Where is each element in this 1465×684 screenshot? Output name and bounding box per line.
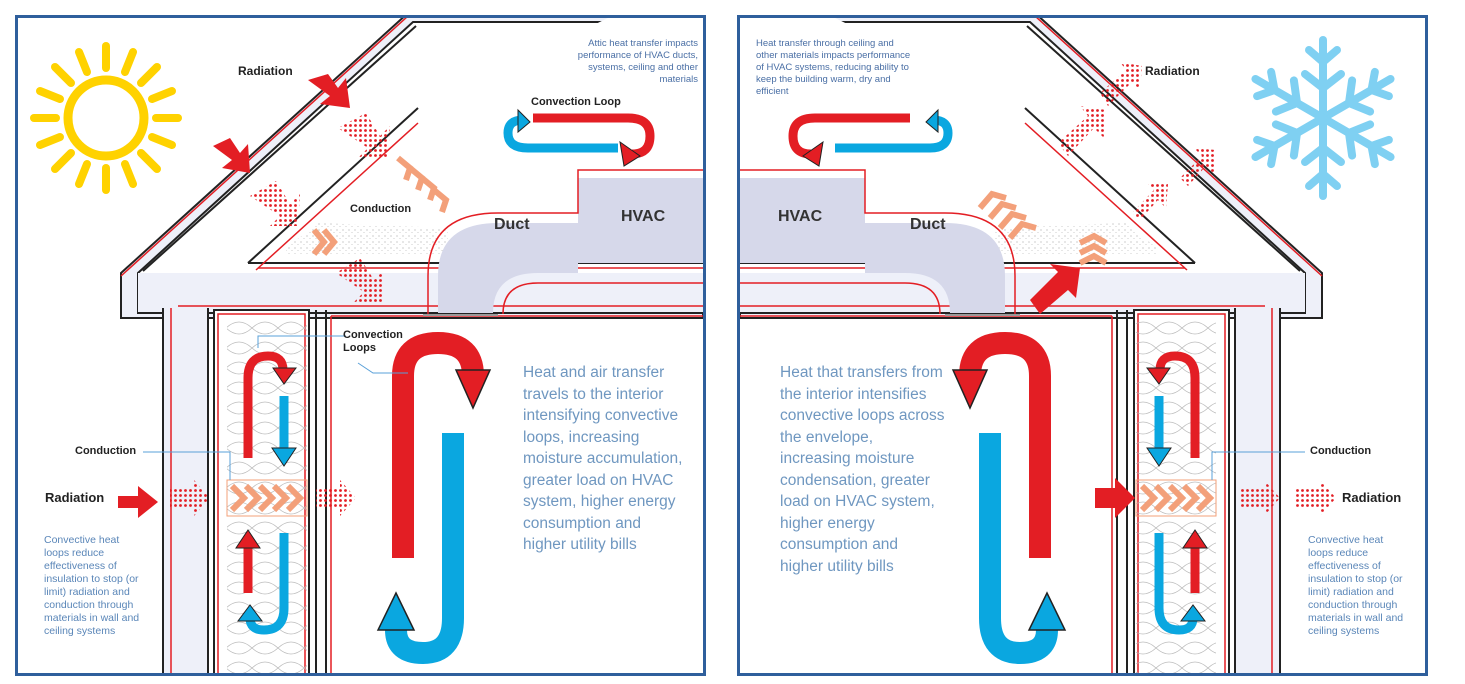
radiation-arrow-icon [308, 74, 350, 108]
conduction-attic-label: Conduction [350, 203, 412, 215]
convection-loop-label: Convection Loop [531, 96, 621, 108]
attic-note: Heat transfer through ceiling and other … [756, 38, 911, 97]
radiation-wall-label: Radiation [45, 490, 105, 505]
wall-convection-loops [235, 351, 297, 635]
duct-label: Duct [910, 216, 946, 233]
conduction-wall-label: Conduction [1310, 445, 1372, 457]
side-note: Convective heat loops reduce effectivene… [44, 534, 140, 637]
winter-panel: Heat transfer through ceiling and other … [737, 15, 1428, 676]
convection-loop-arrows [503, 108, 655, 167]
snowflake-icon [1251, 36, 1395, 200]
summer-panel: Attic heat transfer impacts performance … [15, 15, 706, 676]
body-copy: Heat that transfers from the interior in… [780, 364, 945, 575]
hvac-label: HVAC [621, 208, 666, 225]
radiation-label-top: Radiation [238, 64, 293, 78]
winter-house-diagram [740, 18, 1395, 673]
duct-label: Duct [494, 216, 530, 233]
attic-note: Attic heat transfer impacts performance … [577, 38, 698, 85]
duct [438, 178, 703, 313]
radiation-label-top: Radiation [1145, 64, 1200, 78]
radiation-wall-label: Radiation [1342, 490, 1402, 505]
radiation-arrow-icon [213, 138, 250, 173]
hvac-label: HVAC [778, 208, 823, 225]
conduction-chevrons [229, 155, 450, 513]
body-copy: Heat and air transfer travels to the int… [523, 364, 683, 553]
side-note: Convective heat loops reduce effectivene… [1308, 534, 1404, 637]
summer-house-diagram [30, 18, 703, 673]
conduction-wall-label: Conduction [75, 445, 137, 457]
convection-loops-label: Convection Loops [343, 329, 403, 354]
sun-icon [30, 42, 182, 194]
interior-convection-loops [951, 331, 1067, 665]
convection-loop-arrows [788, 108, 953, 167]
interior-convection-loops [376, 331, 492, 665]
